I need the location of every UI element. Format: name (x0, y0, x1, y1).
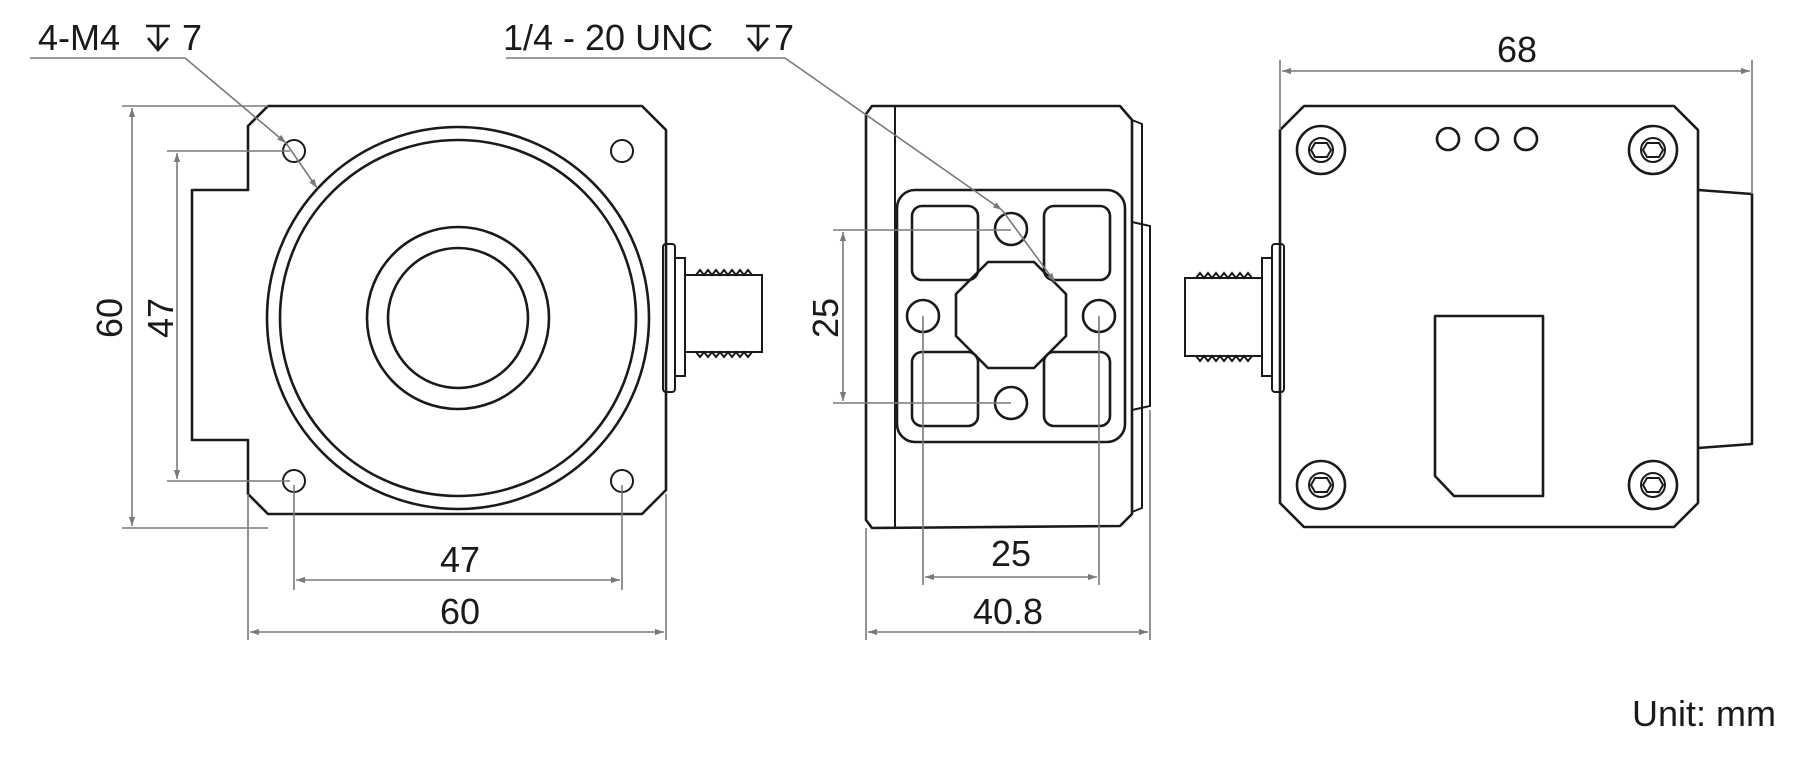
status-led-3 (1513, 126, 1539, 152)
rear-connector-body (1184, 277, 1263, 357)
front-connector-thread-top (695, 268, 753, 277)
side-rear-step (1131, 119, 1143, 513)
rear-view (1184, 104, 1754, 529)
leader-tripod-1 (784, 57, 1003, 211)
callout-mount-depth: 7 (182, 17, 202, 58)
front-view (190, 104, 763, 516)
side-rear-plate (1131, 221, 1151, 411)
side-hole-top (993, 211, 1029, 247)
lens-outer-ring (265, 125, 651, 511)
rear-connector-flange (1271, 243, 1285, 393)
dim-label-total-width-68: 68 (1497, 29, 1537, 70)
screw-br-icon (1627, 459, 1679, 511)
plate-pocket-tr (1042, 204, 1112, 282)
status-led-2 (1474, 126, 1500, 152)
tripod-plate (895, 188, 1127, 444)
front-dimensions (30, 57, 667, 640)
plate-pocket-tl (910, 204, 980, 282)
depth-symbol-icon (146, 24, 170, 53)
callout-tripod-thread: 1/4 - 20 UNC (503, 17, 713, 58)
front-connector-body (684, 274, 763, 353)
plate-pocket-br (1042, 350, 1112, 428)
rear-connector-base (1261, 257, 1273, 377)
dim-label-pitch-47-v: 47 (140, 298, 181, 338)
rear-connector-thread-top (1195, 271, 1253, 280)
callout-mount-holes: 4-M4 (38, 17, 120, 58)
front-connector-base (674, 257, 686, 377)
leader-tripod-2 (1001, 209, 1056, 283)
screw-tr-icon (1627, 124, 1679, 176)
lens-inner-ring (278, 138, 638, 498)
unit-label: Unit: mm (1632, 693, 1776, 734)
dim-label-length-40-8: 40.8 (973, 591, 1043, 632)
dim-label-pitch-47-h: 47 (440, 539, 480, 580)
rear-housing-outline (1278, 104, 1700, 529)
rear-connector-thread-bottom (1195, 354, 1253, 363)
dim-label-height-60: 60 (89, 298, 130, 338)
leader-mount-holes-1 (184, 57, 287, 144)
side-view (864, 104, 1151, 530)
dim-label-pitch-25-v: 25 (805, 298, 846, 338)
screw-bl-icon (1295, 459, 1347, 511)
mount-hole-tr (610, 139, 634, 163)
plate-pocket-bl (910, 350, 980, 428)
leader-mount-holes-2 (285, 142, 318, 189)
lens-barrel (365, 225, 551, 411)
side-dimensions (506, 57, 1151, 640)
front-connector-thread-bottom (695, 350, 753, 359)
callout-tripod-depth: 7 (774, 17, 794, 58)
dim-label-pitch-25-h: 25 (991, 533, 1031, 574)
dim-label-width-60: 60 (440, 591, 480, 632)
rear-dimensions (1279, 60, 1753, 194)
tripod-depth-symbol-icon (746, 24, 770, 53)
rear-right-housing (1697, 188, 1754, 450)
status-led-1 (1435, 126, 1461, 152)
lens-aperture (386, 246, 530, 390)
side-housing-outline (864, 104, 1134, 530)
tripod-thread-boss (954, 260, 1068, 370)
rear-label-plate (1433, 314, 1545, 498)
screw-tl-icon (1295, 124, 1347, 176)
